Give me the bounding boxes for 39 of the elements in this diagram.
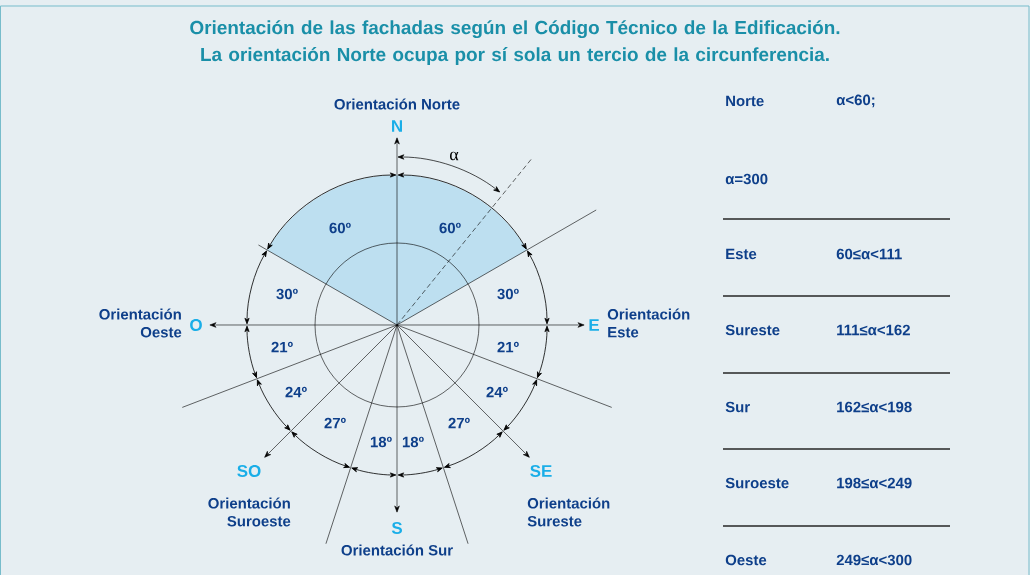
- angle-label: 21º: [271, 341, 293, 353]
- angle-label: 24º: [486, 386, 508, 398]
- table-cell: 249≤α<300: [836, 554, 912, 566]
- angle-label: 27º: [448, 417, 470, 429]
- compass-letter: SO: [237, 465, 261, 477]
- table-cell: Sureste: [725, 324, 780, 336]
- table-cell: Sur: [725, 401, 750, 413]
- angle-label: 27º: [324, 417, 346, 429]
- compass-letter: SE: [530, 465, 552, 477]
- angle-label: 30º: [497, 288, 519, 300]
- direction-label: Orientación Este: [607, 308, 690, 338]
- table-cell: 162≤α<198: [837, 401, 912, 413]
- angle-label: 24º: [285, 386, 307, 398]
- table-cell: Este: [726, 248, 757, 260]
- table-cell: 60≤α<111: [836, 248, 902, 260]
- compass-letter: S: [391, 522, 402, 534]
- direction-label: Orientación Sureste: [527, 497, 610, 527]
- angle-label: α: [450, 151, 459, 161]
- compass-letter: O: [190, 319, 202, 331]
- direction-label: Orientación Sur: [341, 544, 453, 556]
- table-cell: Oeste: [725, 554, 767, 566]
- direction-label: Orientación Suroeste: [208, 497, 291, 527]
- angle-label: 18º: [402, 436, 424, 448]
- table-cell: 111≤α<162: [837, 324, 910, 336]
- compass-letter: N: [392, 120, 402, 132]
- angle-label: 21º: [497, 341, 519, 353]
- table-cell: Norte: [726, 95, 764, 107]
- compass-letter: E: [589, 319, 599, 331]
- direction-label: Orientación Norte: [334, 98, 460, 110]
- angle-label: 60º: [329, 222, 351, 234]
- direction-label: Orientación Oeste: [99, 308, 182, 338]
- angle-label: 60º: [439, 222, 461, 234]
- table-cell: α=300: [725, 173, 768, 185]
- angle-label: 30º: [276, 288, 298, 300]
- table-cell: 198≤α<249: [837, 477, 912, 489]
- title: Orientación de las fachadas según el Código Técnico de la Edificación. La orientación Norte ocupa por sí sola un tercio de la circunferencia.: [190, 20, 840, 65]
- table-cell: α<60;: [836, 94, 875, 108]
- table-cell: Suroeste: [725, 477, 789, 489]
- angle-label: 18º: [370, 436, 392, 448]
